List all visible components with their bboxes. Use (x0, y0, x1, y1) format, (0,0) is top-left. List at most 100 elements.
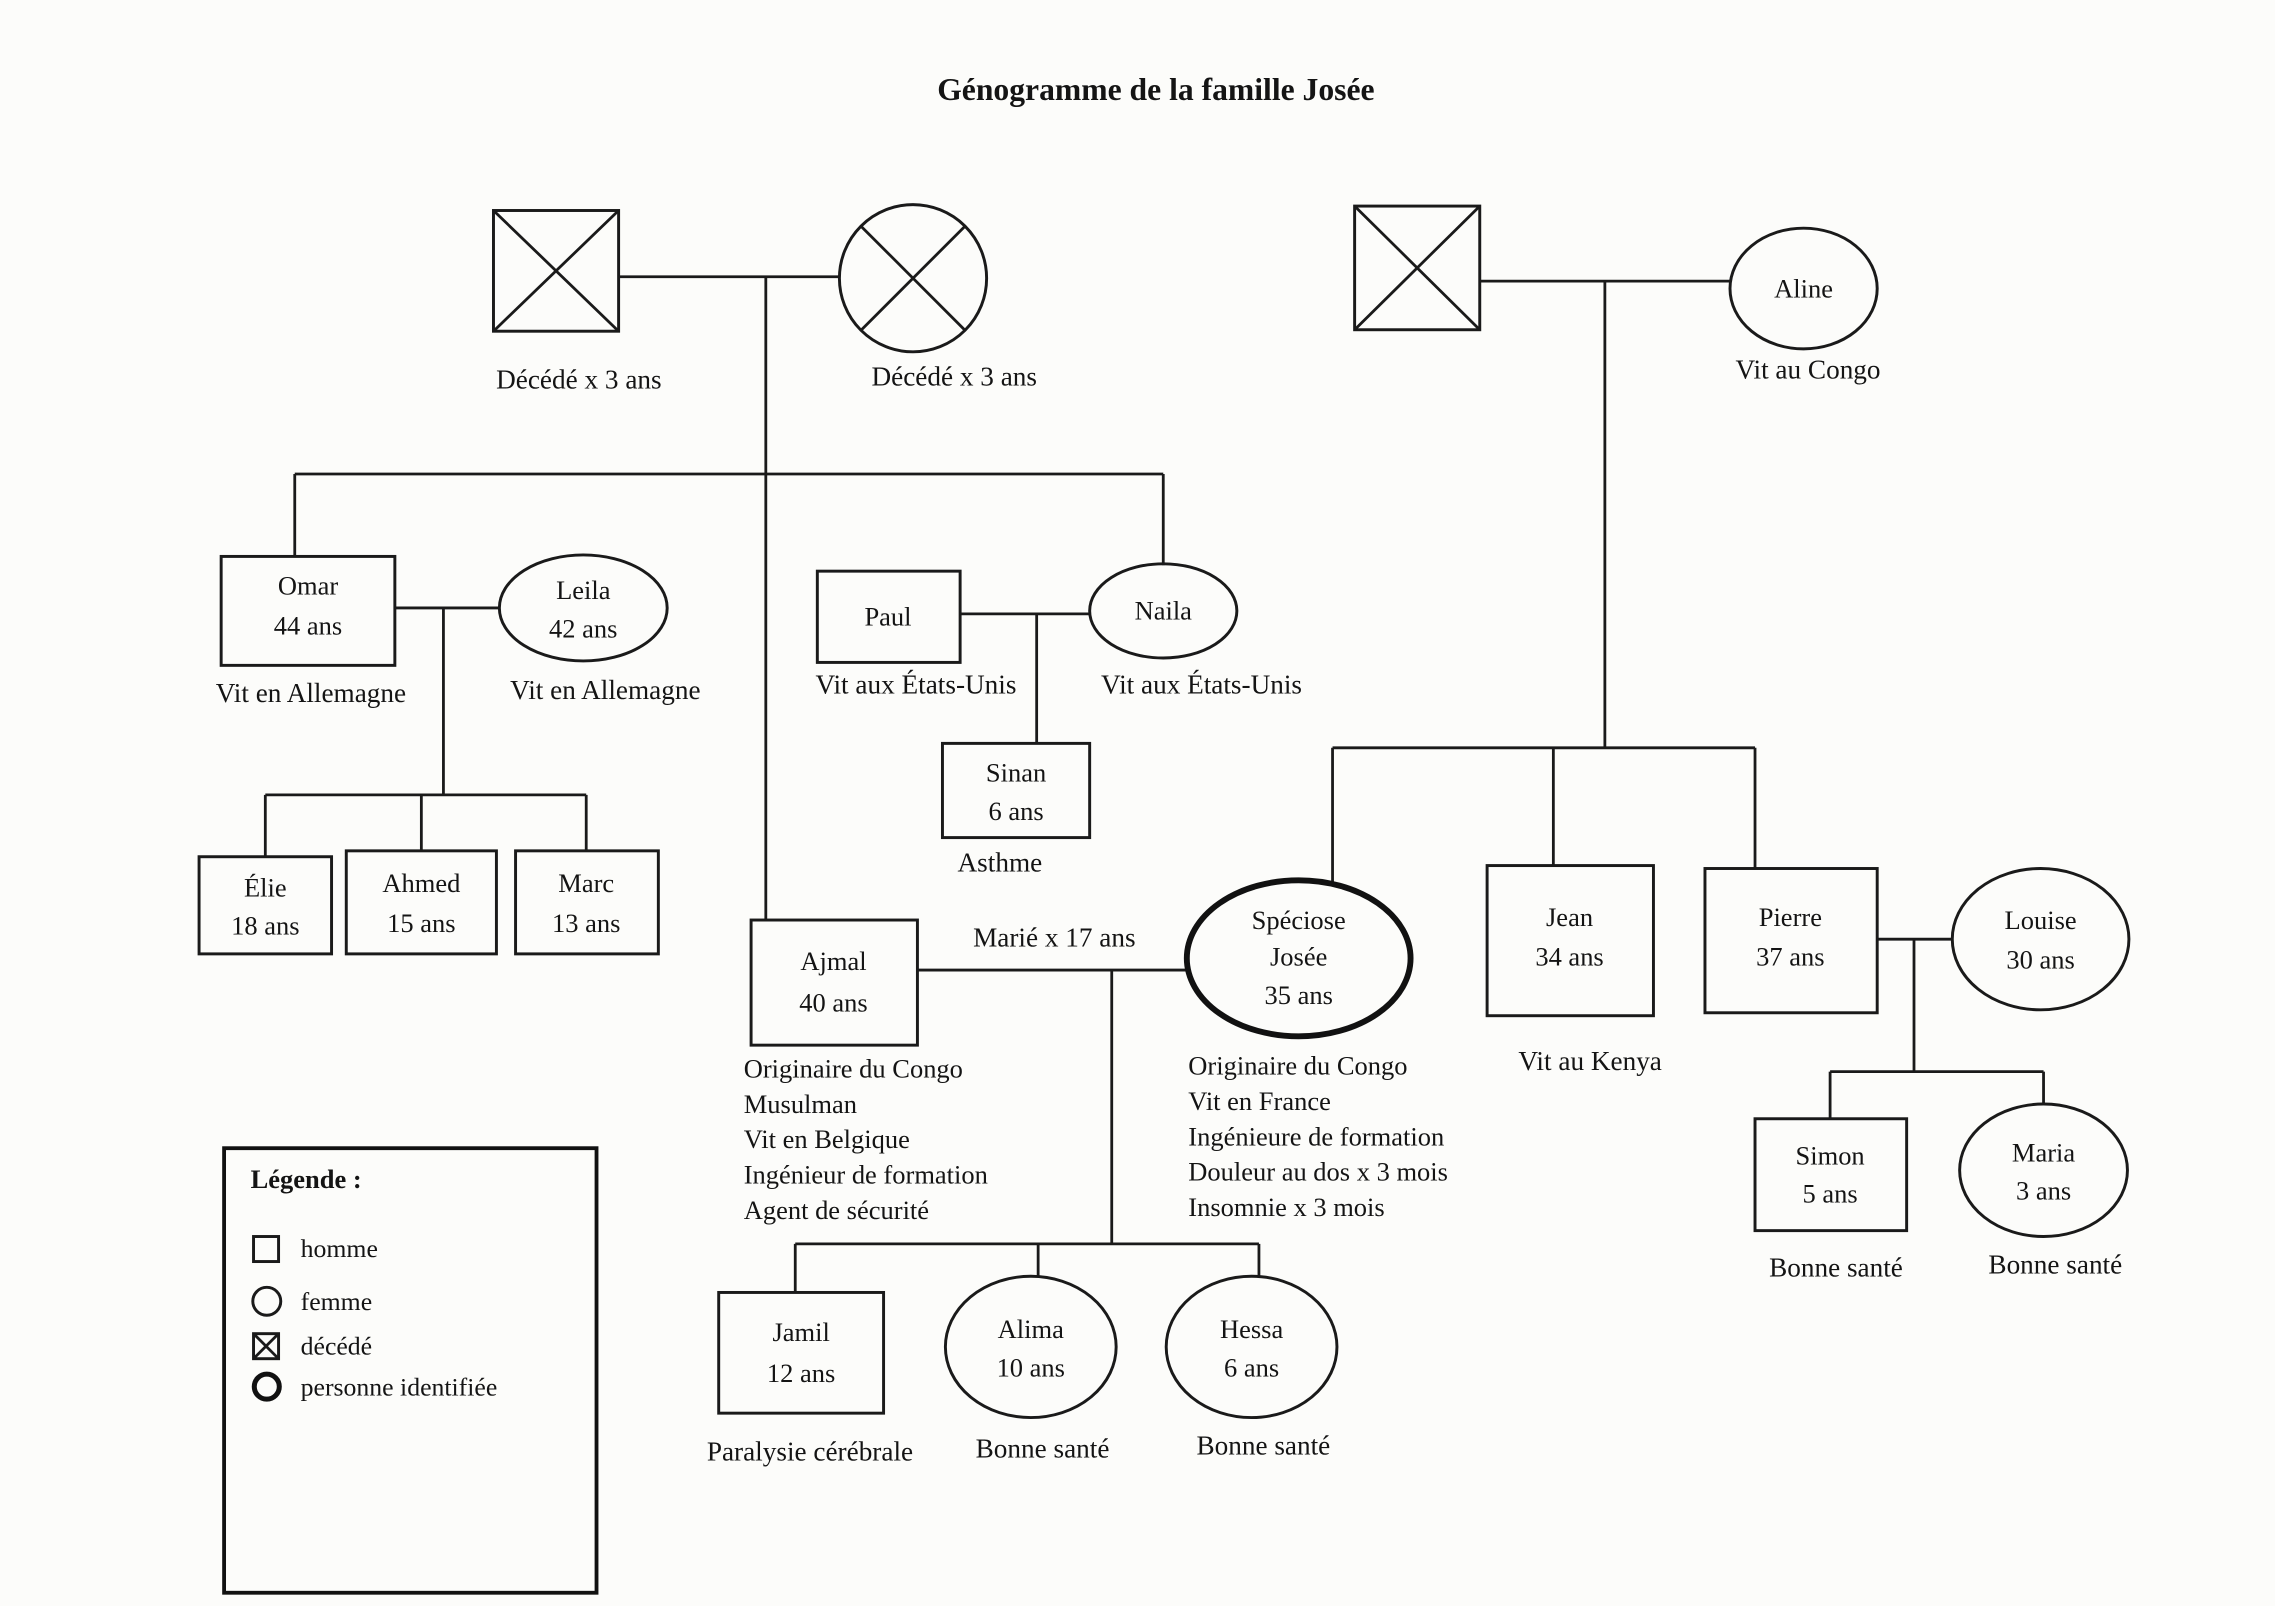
simon-age: 5 ans (1803, 1179, 1858, 1209)
male-symbol (344, 849, 498, 956)
legend-male-icon (252, 1235, 281, 1264)
speciose-note-1: Vit en France (1188, 1086, 1331, 1116)
male-symbol (514, 849, 660, 956)
omar-status: Vit en Allemagne (216, 678, 406, 708)
male-symbol (717, 1290, 886, 1415)
ajmal-note-1: Musulman (744, 1089, 857, 1119)
jean-status: Vit au Kenya (1518, 1046, 1661, 1076)
ajmal-age: 40 ans (799, 987, 867, 1017)
naila-status: Vit aux États-Unis (1101, 669, 1302, 699)
left-grandmother-status: Décédé x 3 ans (871, 362, 1037, 392)
alima-status: Bonne santé (976, 1433, 1110, 1463)
node-right-grandfather (1353, 204, 1482, 332)
hessa-status: Bonne santé (1196, 1430, 1330, 1460)
maria-status: Bonne santé (1988, 1249, 2122, 1279)
ajmal-note-3: Ingénieur de formation (744, 1160, 988, 1190)
legend-title: Légende : (251, 1164, 362, 1194)
deceased-cross (859, 225, 967, 332)
male-symbol (197, 855, 334, 956)
node-omar: Omar 44 ans Vit en Allemagne (216, 554, 406, 708)
female-symbol (1958, 1102, 2129, 1238)
node-maria: Maria 3 ans Bonne santé (1958, 1102, 2129, 1279)
elie-age: 18 ans (231, 911, 299, 941)
louise-age: 30 ans (2006, 945, 2074, 975)
node-alima: Alima 10 ans Bonne santé (943, 1274, 1118, 1463)
jamil-status: Paralysie cérébrale (707, 1436, 913, 1466)
node-jamil: Jamil 12 ans Paralysie cérébrale (707, 1290, 913, 1466)
marc-age: 13 ans (552, 908, 620, 938)
alima-name: Alima (998, 1314, 1064, 1344)
ahmed-name: Ahmed (382, 868, 460, 898)
node-hessa: Hessa 6 ans Bonne santé (1164, 1274, 1339, 1460)
node-elie: Élie 18 ans (197, 855, 334, 956)
speciose-name-line1: Spéciose (1252, 905, 1346, 935)
node-pierre: Pierre 37 ans (1703, 867, 1879, 1015)
deceased-female-symbol (837, 203, 989, 354)
jamil-name: Jamil (772, 1317, 829, 1347)
hessa-age: 6 ans (1224, 1352, 1279, 1382)
alima-age: 10 ans (997, 1352, 1065, 1382)
node-jean: Jean 34 ans Vit au Kenya (1485, 864, 1662, 1076)
speciose-note-4: Insomnie x 3 mois (1188, 1192, 1384, 1222)
deceased-male-symbol (492, 209, 621, 333)
legend-deceased-icon (252, 1332, 281, 1361)
hessa-name: Hessa (1220, 1314, 1283, 1344)
paul-status: Vit aux États-Unis (815, 669, 1016, 699)
maria-name: Maria (2012, 1137, 2075, 1167)
node-simon: Simon 5 ans Bonne santé (1753, 1117, 1909, 1282)
marriage-duration-label: Marié x 17 ans (973, 923, 1136, 953)
speciose-note-3: Douleur au dos x 3 mois (1188, 1157, 1448, 1187)
legend-identified-person-icon (251, 1371, 282, 1402)
node-ahmed: Ahmed 15 ans (344, 849, 498, 956)
ajmal-note-2: Vit en Belgique (744, 1124, 910, 1154)
node-speciose: Spéciose Josée 35 ans Originaire du Cong… (1183, 877, 1448, 1222)
node-sinan: Sinan 6 ans Asthme (940, 741, 1092, 877)
ajmal-notes: Originaire du Congo Musulman Vit en Belg… (744, 1054, 988, 1225)
female-symbol (497, 553, 669, 663)
speciose-note-2: Ingénieure de formation (1188, 1121, 1444, 1151)
sinan-age: 6 ans (988, 796, 1043, 826)
naila-name: Naila (1135, 596, 1193, 626)
deceased-male-symbol (1353, 204, 1482, 332)
male-symbol (1703, 867, 1879, 1015)
leila-status: Vit en Allemagne (510, 675, 700, 705)
sinan-status: Asthme (958, 847, 1043, 877)
node-paul: Paul Vit aux États-Unis (815, 569, 1016, 699)
node-aline: Aline Vit au Congo (1728, 226, 1881, 384)
male-symbol (219, 554, 397, 667)
aline-name: Aline (1774, 273, 1833, 303)
legend-item-homme: homme (301, 1234, 378, 1263)
leila-name: Leila (556, 575, 611, 605)
connector-lines (263, 275, 2045, 1293)
node-ajmal: Ajmal 40 ans Originaire du Congo Musulma… (744, 918, 988, 1225)
jamil-age: 12 ans (767, 1358, 835, 1388)
omar-age: 44 ans (274, 610, 342, 640)
female-symbol (1088, 562, 1239, 660)
simon-name: Simon (1796, 1140, 1865, 1170)
marc-name: Marc (558, 868, 614, 898)
elie-name: Élie (244, 872, 287, 902)
sinan-name: Sinan (986, 758, 1046, 788)
speciose-age: 35 ans (1264, 980, 1332, 1010)
legend-item-femme: femme (301, 1287, 373, 1316)
leila-age: 42 ans (549, 613, 617, 643)
node-leila: Leila 42 ans Vit en Allemagne (497, 553, 701, 705)
maria-age: 3 ans (2016, 1176, 2071, 1206)
pierre-age: 37 ans (1756, 942, 1824, 972)
identified-person-symbol (1183, 877, 1414, 1040)
speciose-notes: Originaire du Congo Vit en France Ingéni… (1188, 1051, 1448, 1222)
ahmed-age: 15 ans (387, 908, 455, 938)
ajmal-note-4: Agent de sécurité (744, 1195, 929, 1225)
male-symbol (940, 741, 1092, 840)
legend: Légende : homme femme décédé personne id… (222, 1146, 599, 1595)
node-naila: Naila Vit aux États-Unis (1088, 562, 1302, 699)
deceased-cross (1353, 205, 1481, 331)
aline-status: Vit au Congo (1735, 354, 1880, 384)
female-symbol (1164, 1274, 1339, 1420)
jean-age: 34 ans (1535, 942, 1603, 972)
legend-box (222, 1146, 599, 1595)
legend-deceased-cross (252, 1332, 280, 1360)
simon-status: Bonne santé (1769, 1252, 1903, 1282)
